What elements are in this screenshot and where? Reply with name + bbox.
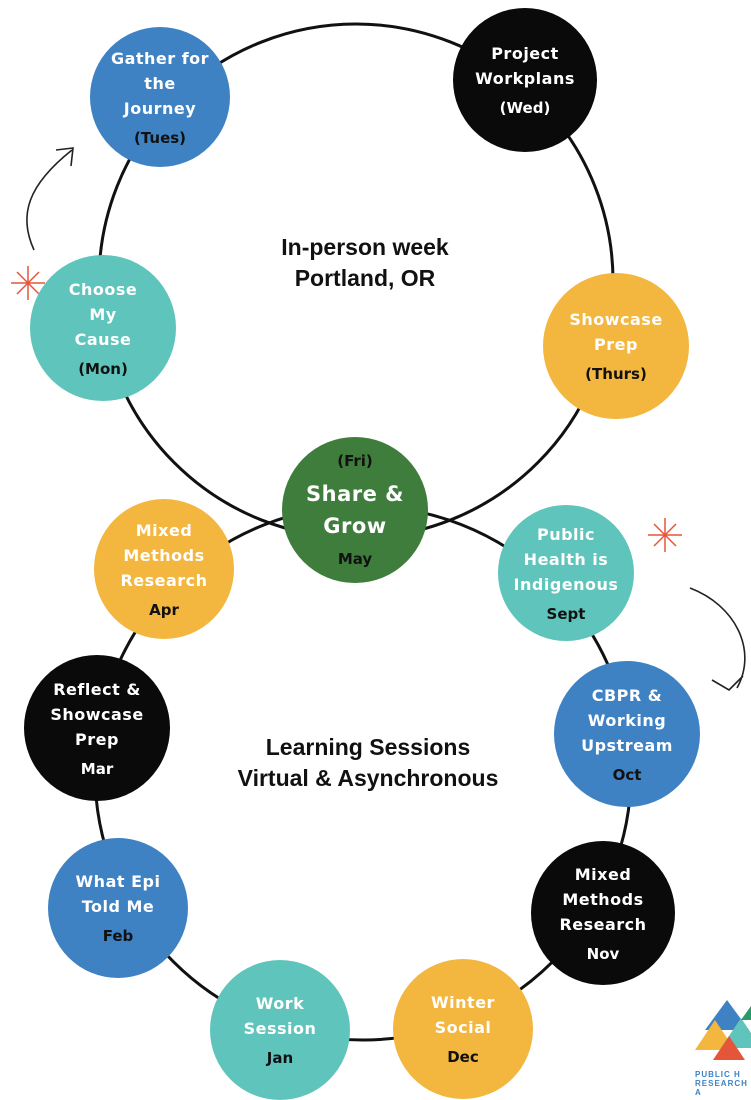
node-sub-label: (Mon)	[78, 359, 128, 378]
node-title-line: CBPR &	[591, 685, 663, 705]
logo-text-line-2: RESEARCH A	[695, 1079, 748, 1097]
arrow-left-curve	[26, 149, 73, 251]
node-title-line: Methods	[123, 545, 205, 565]
node-title-line: Showcase	[50, 704, 144, 724]
node-title-line: Project	[491, 44, 559, 63]
upper-title-line-1: In-person week	[281, 234, 449, 260]
sparkle-left-icon	[11, 266, 45, 300]
node-title-line: Workplans	[475, 69, 575, 88]
node-title-line: Session	[243, 1019, 317, 1038]
node-title-line: Working	[587, 710, 667, 730]
node-title-line: Cause	[74, 329, 132, 349]
lower-cycle-title: Learning Sessions Virtual & Asynchronous	[208, 732, 528, 794]
node-title-line: Prep	[594, 335, 638, 354]
node-title-line: My	[89, 304, 117, 324]
node-title-line: Journey	[123, 98, 197, 118]
node-title-line: Told Me	[81, 897, 155, 916]
upper-cycle-title: In-person week Portland, OR	[270, 232, 460, 294]
node-sub-label: Apr	[149, 600, 179, 619]
logo-text: PUBLIC H RESEARCH A	[695, 1070, 751, 1097]
node-title-line: Social	[434, 1018, 492, 1037]
node-title-line: the	[144, 73, 176, 93]
node-sub-label: Nov	[586, 944, 620, 963]
node-title-line: Showcase	[569, 310, 663, 329]
node-sub-label: (Tues)	[133, 128, 187, 147]
node-pre-label: (Fri)	[337, 452, 373, 470]
node-title-line: Gather for	[110, 48, 210, 68]
node-title-line: Reflect &	[53, 679, 141, 699]
node-title-line: Research	[559, 914, 647, 934]
node-sub-label: Jan	[266, 1049, 294, 1067]
node-title-line: Methods	[562, 889, 644, 909]
sparkle-right-icon	[648, 518, 682, 552]
node-title-line: Mixed	[135, 520, 193, 540]
logo-text-line-1: PUBLIC H	[695, 1070, 741, 1079]
node-sub-label: Dec	[447, 1048, 479, 1066]
node-title-line: Mixed	[574, 864, 632, 884]
node-title-line: Work	[255, 994, 305, 1013]
node-title-line: Indigenous	[513, 574, 619, 594]
lower-title-line-1: Learning Sessions	[265, 734, 471, 760]
arrow-left-head	[55, 147, 74, 167]
upper-title-line-2: Portland, OR	[294, 265, 436, 291]
arrow-right-curve	[689, 587, 746, 689]
node-title-line: Upstream	[581, 735, 673, 755]
arrow-right-head	[711, 675, 744, 692]
node-title-line: What Epi	[75, 872, 161, 891]
node-sub-label: Mar	[80, 759, 114, 778]
lower-title-line-2: Virtual & Asynchronous	[237, 765, 499, 791]
node-title-line: Public	[536, 524, 596, 544]
node-sub-label: Sept	[546, 604, 586, 623]
node-sub-label: (Wed)	[499, 99, 551, 117]
node-title-line: Health is	[523, 549, 609, 569]
node-title-line: Prep	[75, 729, 119, 749]
node-sub-label: Feb	[102, 927, 134, 945]
node-sub-label: May	[337, 550, 373, 568]
node-title-line: Share &	[306, 482, 404, 506]
node-sub-label: Oct	[612, 765, 642, 784]
node-sub-label: (Thurs)	[585, 365, 647, 383]
node-title-line: Choose	[68, 279, 138, 299]
node-title-line: Grow	[323, 514, 387, 538]
node-title-line: Research	[120, 570, 208, 590]
node-title-line: Winter	[431, 993, 495, 1012]
logo-mark	[695, 1000, 751, 1060]
